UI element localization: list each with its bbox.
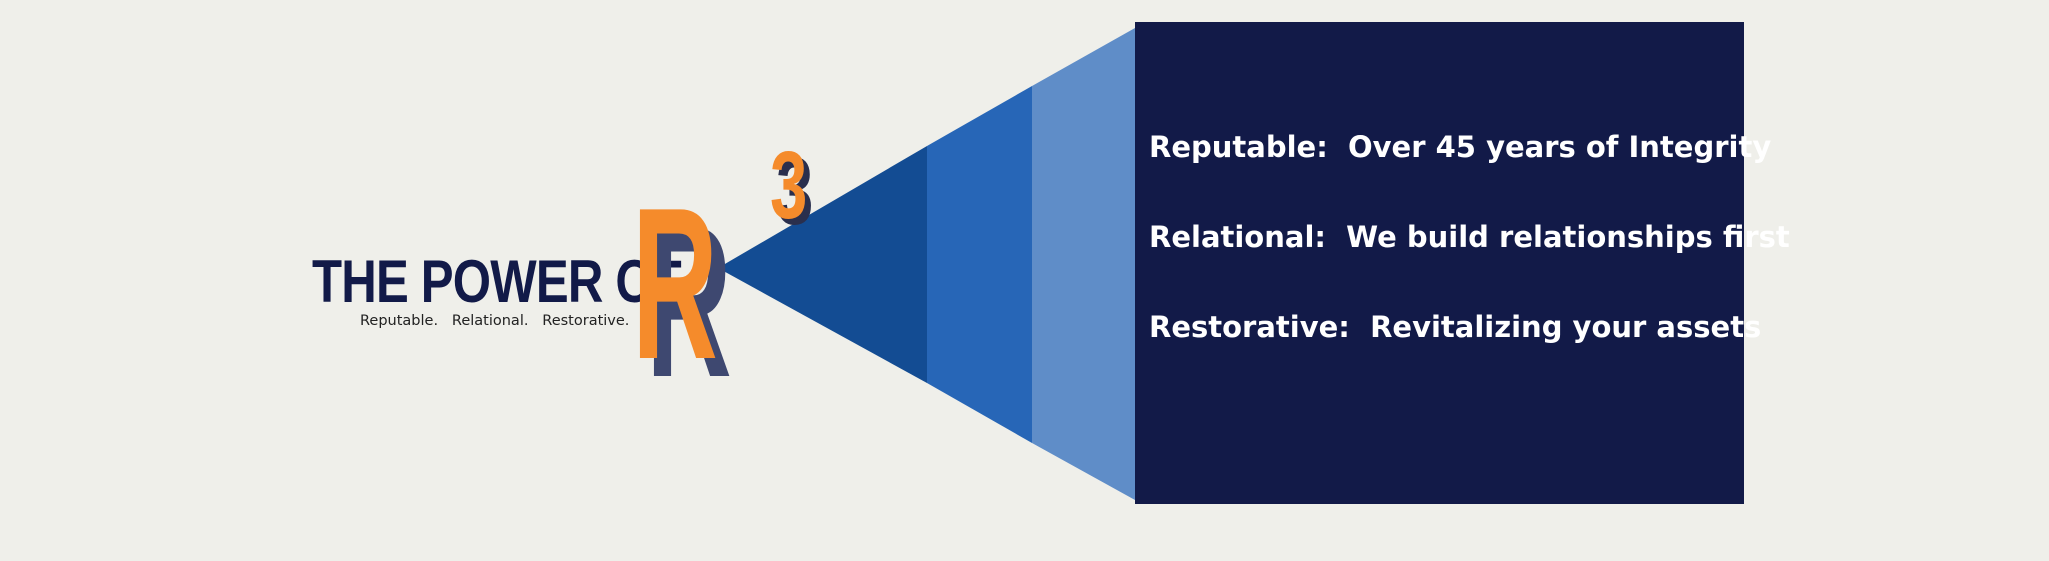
logo-letter-r-shadow: R <box>646 180 732 422</box>
info-panel: Reputable: Over 45 years of Integrity Re… <box>1135 22 1790 504</box>
logo-title: THE POWER OF <box>312 248 683 315</box>
info-point-relational: Relational: We build relationships first <box>1149 220 1790 254</box>
cone-segment-mid <box>927 86 1032 443</box>
logo-superscript-shadow: 3 <box>776 138 814 245</box>
cone-segment-light <box>1032 28 1135 500</box>
cone-segment-dark <box>718 146 927 383</box>
logo-superscript-3: 3 <box>770 132 808 239</box>
logo-tagline: Reputable. Relational. Restorative. <box>360 313 630 329</box>
info-point-restorative: Restorative: Revitalizing your assets <box>1149 310 1762 344</box>
logo-letter-r: R <box>632 162 718 404</box>
info-point-reputable: Reputable: Over 45 years of Integrity <box>1149 130 1772 164</box>
